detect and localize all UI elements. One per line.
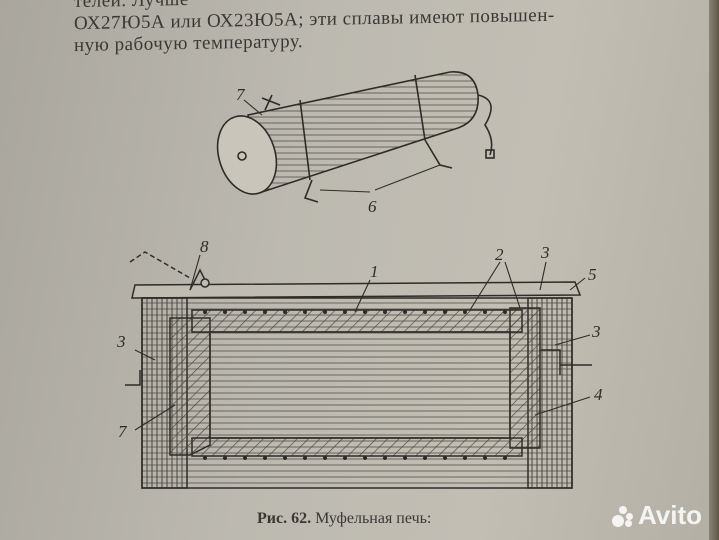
label-8: 8 <box>200 237 209 256</box>
label-5: 5 <box>588 265 597 284</box>
furnace-section-view <box>125 251 592 489</box>
avito-dots-icon <box>612 505 634 527</box>
callout-lines-bottom <box>134 254 591 431</box>
label-7-top: 7 <box>236 85 246 104</box>
page-edge <box>709 0 719 540</box>
heater-coils <box>203 310 507 460</box>
furnace-external-view <box>216 71 495 203</box>
label-7-bottom: 7 <box>118 422 128 441</box>
label-4: 4 <box>594 385 603 404</box>
label-2: 2 <box>495 245 504 264</box>
avito-text: Avito <box>638 500 703 530</box>
label-3-left: 3 <box>116 332 126 351</box>
callout-lines-top <box>243 99 441 193</box>
label-1: 1 <box>370 262 379 281</box>
caption-text: Муфельная печь: <box>315 510 432 527</box>
figure-caption: Рис. 62. Муфельная печь: <box>257 510 431 528</box>
label-3-top: 3 <box>540 243 550 262</box>
avito-watermark: Avito <box>612 500 702 531</box>
label-3-right: 3 <box>591 322 601 341</box>
caption-number: Рис. 62. <box>257 510 312 527</box>
label-6: 6 <box>368 197 377 216</box>
